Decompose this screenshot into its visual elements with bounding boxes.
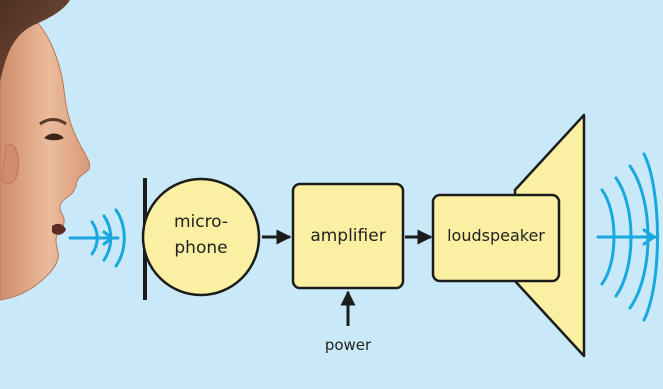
microphone-label-line1: micro- [151,212,251,232]
amplifier-label: amplifier [293,226,403,246]
mouth [52,224,66,235]
incoming-sound-wave-icon [70,210,124,266]
microphone-label-line2: phone [151,238,251,258]
microphone-body [143,179,259,295]
power-label: power [308,336,388,354]
loudspeaker-label: loudspeaker [433,226,559,245]
human-head-icon [0,0,90,300]
outgoing-sound-wave-icon [598,154,658,320]
